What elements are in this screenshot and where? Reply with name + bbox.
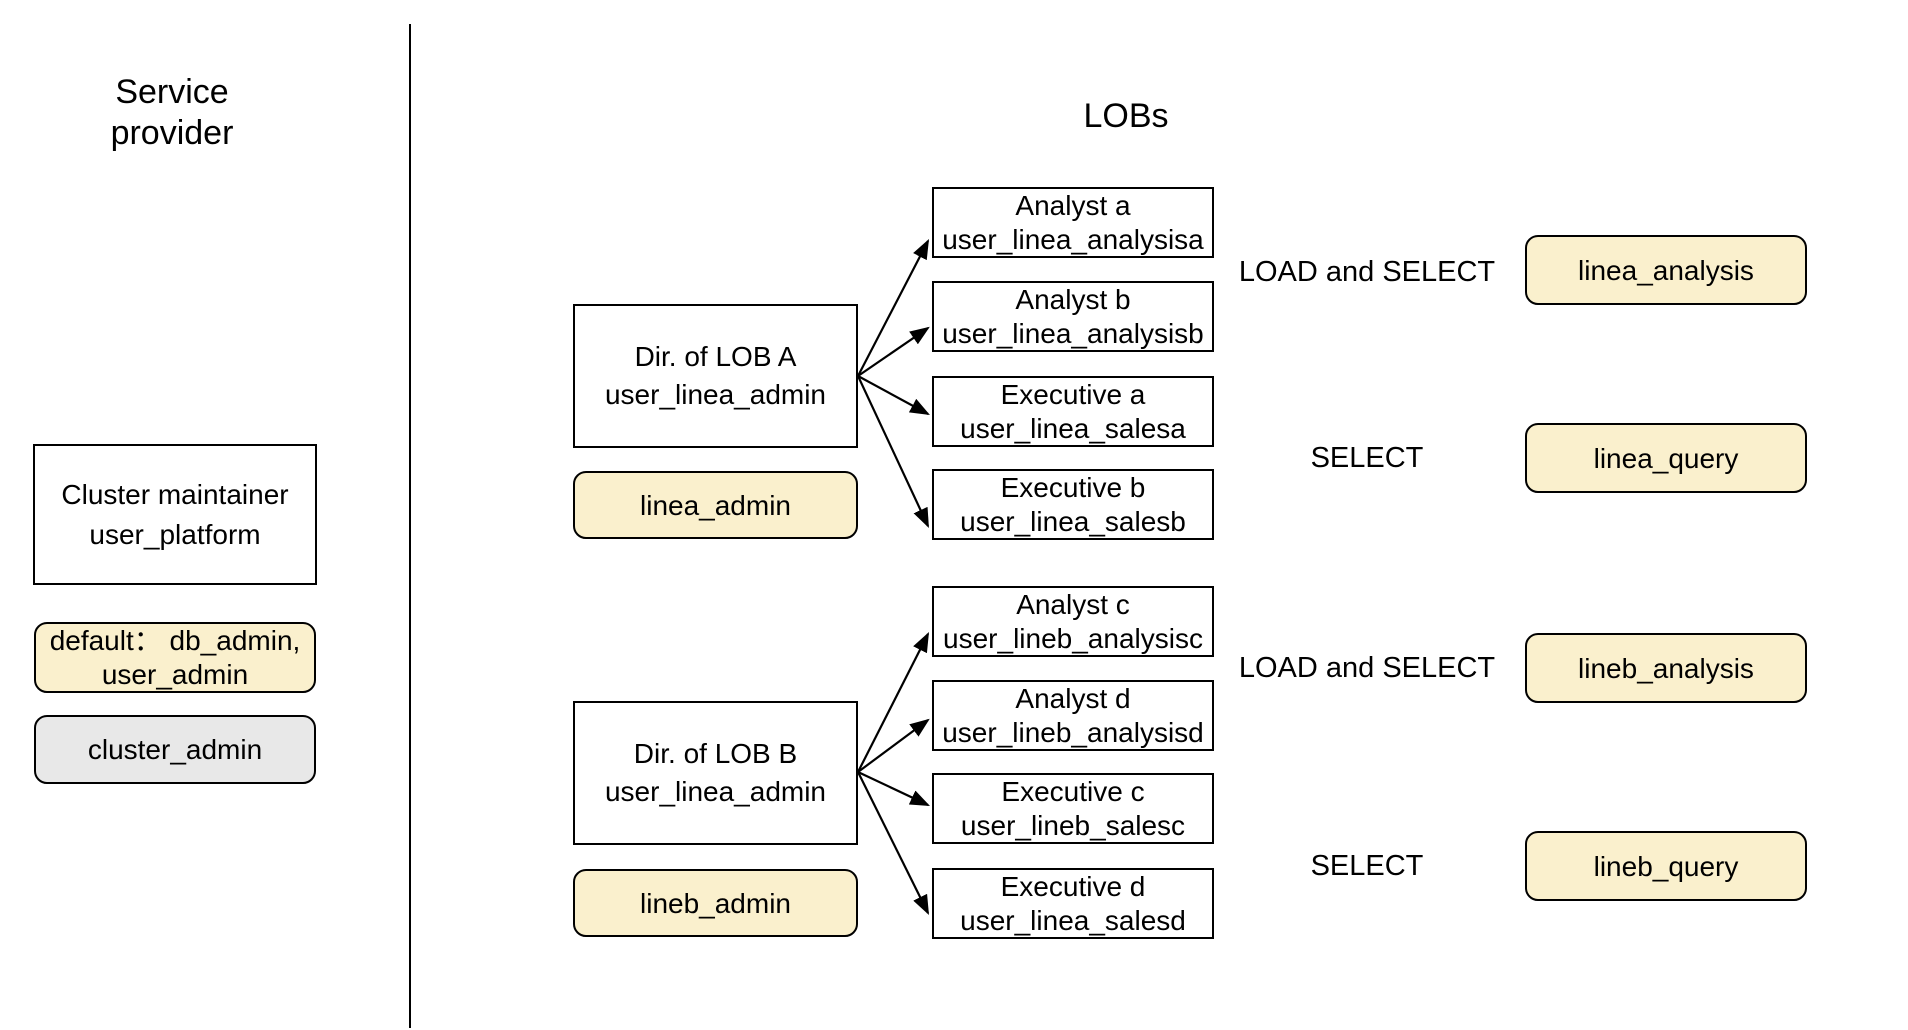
executive-d-role: Executive d [1000, 870, 1146, 902]
cluster-admin-role-label: cluster_admin [87, 734, 263, 765]
service-provider-title-line2: provider [110, 114, 234, 152]
lineb-query-role-label: lineb_query [1593, 850, 1739, 882]
lobs-title: LOBs [1083, 97, 1169, 135]
linea-admin-role-box: linea_admin [573, 471, 858, 539]
director-lob-b-box: Dir. of LOB B user_linea_admin [573, 701, 858, 845]
linea-analysis-role-label: linea_analysis [1578, 254, 1754, 286]
lineb-analysis-role-box: lineb_analysis [1525, 633, 1807, 703]
executive-d-box: Executive d user_linea_salesd [932, 868, 1214, 939]
permission-label-lineb-query: SELECT [1310, 849, 1424, 882]
executive-c-user: user_lineb_salesc [960, 809, 1186, 841]
cluster-maintainer-role: Cluster maintainer [61, 478, 289, 510]
analyst-d-box: Analyst d user_lineb_analysisd [932, 680, 1214, 751]
default-roles-line1: default： db_admin, [49, 624, 301, 656]
analyst-b-box: Analyst b user_linea_analysisb [932, 281, 1214, 352]
cluster-maintainer-box: Cluster maintainer user_platform [33, 444, 317, 585]
lineb-admin-role-box: lineb_admin [573, 869, 858, 937]
section-divider [409, 24, 411, 1028]
executive-a-user: user_linea_salesa [960, 412, 1186, 444]
linea-query-role-label: linea_query [1593, 442, 1739, 474]
arrow-dir-a-analyst-b [857, 326, 930, 377]
analyst-b-role: Analyst b [1015, 283, 1131, 315]
arrow-dir-b-executive-d [857, 771, 929, 915]
arrow-dir-a-analyst-a [857, 239, 930, 377]
director-lob-b-user: user_linea_admin [604, 776, 827, 807]
cluster-maintainer-user: user_platform [89, 518, 261, 550]
analyst-a-user: user_linea_analysisa [942, 223, 1204, 255]
analyst-c-box: Analyst c user_lineb_analysisc [932, 586, 1214, 657]
analyst-d-role: Analyst d [1015, 682, 1131, 714]
executive-b-box: Executive b user_linea_salesb [932, 469, 1214, 540]
arrow-dir-a-executive-b [857, 375, 929, 528]
arrow-dir-b-executive-c [857, 771, 930, 806]
linea-admin-role-label: linea_admin [640, 489, 791, 521]
executive-a-box: Executive a user_linea_salesa [932, 376, 1214, 447]
permission-label-lineb-analysis: LOAD and SELECT [1238, 651, 1496, 684]
director-lob-a-role: Dir. of LOB A [634, 341, 797, 372]
default-roles-box: default： db_admin, user_admin [34, 622, 316, 693]
arrow-dir-b-analyst-c [857, 632, 929, 773]
lob-b-arrows [857, 632, 930, 915]
director-lob-b-role: Dir. of LOB B [633, 738, 798, 769]
executive-b-role: Executive b [1000, 471, 1146, 503]
permission-label-linea-query: SELECT [1310, 441, 1424, 474]
cluster-admin-role-box: cluster_admin [34, 715, 316, 784]
director-lob-a-box: Dir. of LOB A user_linea_admin [573, 304, 858, 448]
service-provider-title-line1: Service [115, 73, 229, 111]
analyst-a-box: Analyst a user_linea_analysisa [932, 187, 1214, 258]
lineb-query-role-box: lineb_query [1525, 831, 1807, 901]
analyst-d-user: user_lineb_analysisd [942, 716, 1204, 748]
lineb-analysis-role-label: lineb_analysis [1578, 652, 1754, 684]
executive-d-user: user_linea_salesd [960, 904, 1186, 936]
executive-c-box: Executive c user_lineb_salesc [932, 773, 1214, 844]
analyst-c-role: Analyst c [1016, 588, 1130, 620]
executive-b-user: user_linea_salesb [960, 505, 1186, 537]
default-roles-line2: user_admin [101, 658, 249, 690]
linea-analysis-role-box: linea_analysis [1525, 235, 1807, 305]
executive-c-role: Executive c [1001, 775, 1145, 807]
lob-a-arrows [857, 239, 930, 528]
analyst-a-role: Analyst a [1015, 189, 1131, 221]
lineb-admin-role-label: lineb_admin [640, 887, 791, 919]
arrow-dir-b-analyst-d [857, 718, 930, 773]
linea-query-role-box: linea_query [1525, 423, 1807, 493]
arrow-dir-a-executive-a [857, 375, 930, 416]
service-provider-title: Service provider [32, 72, 312, 154]
analyst-c-user: user_lineb_analysisc [943, 622, 1203, 654]
executive-a-role: Executive a [1000, 378, 1146, 410]
analyst-b-user: user_linea_analysisb [942, 317, 1204, 349]
director-lob-a-user: user_linea_admin [604, 379, 827, 410]
permission-label-linea-analysis: LOAD and SELECT [1238, 255, 1496, 288]
